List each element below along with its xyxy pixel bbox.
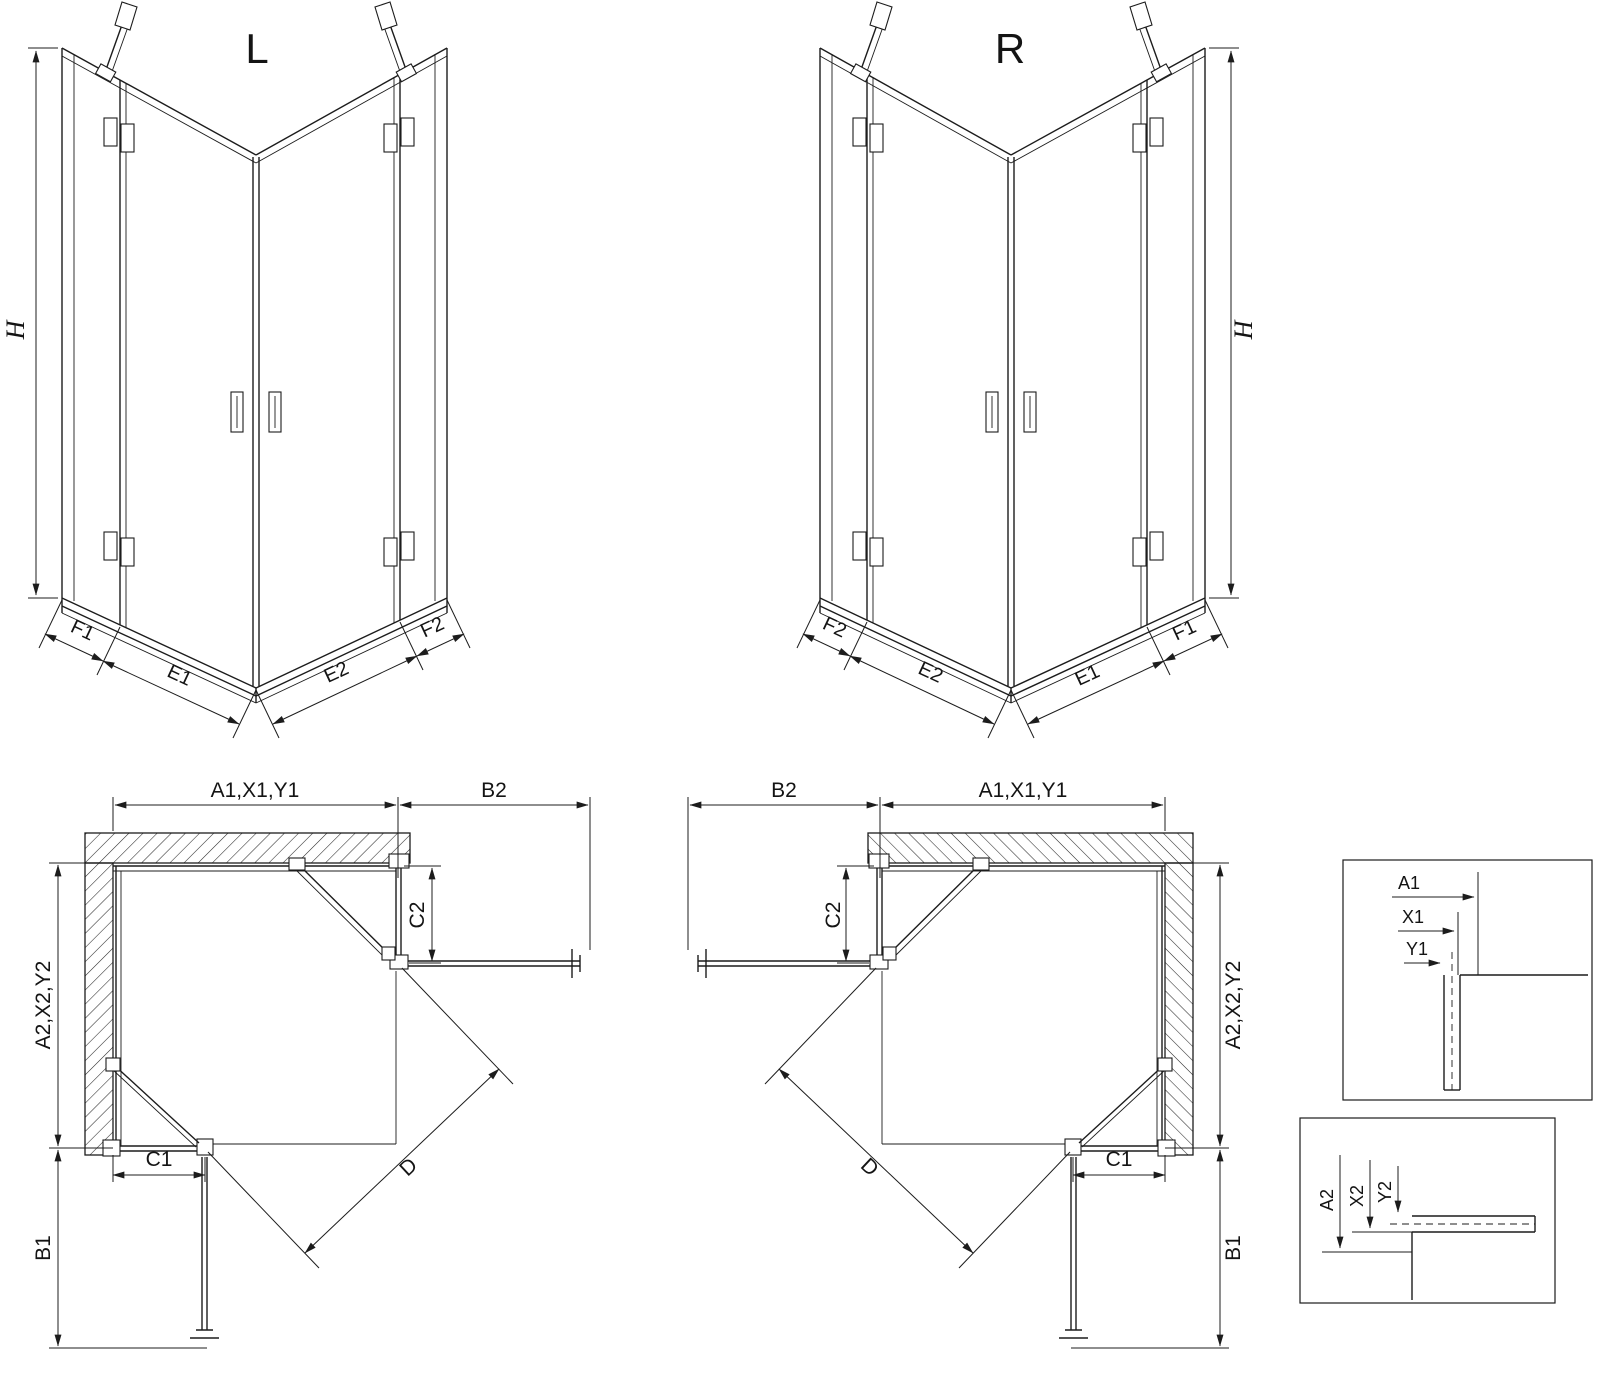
plan-right-dim-d: D (856, 1154, 883, 1181)
detail-bottom-label-y2: Y2 (1375, 1181, 1395, 1203)
plan-right-dim-a1: A1,X1,Y1 (979, 779, 1068, 802)
plan-view-right: B2 A1,X1,Y1 C2 A2,X2,Y2 C1 B1 D (688, 779, 1245, 1348)
detail-bottom-frame (1299, 1117, 1556, 1304)
plan-left-geometry (49, 797, 590, 1348)
iso-view-left: L H F1 E1 E2 F2 (1, 2, 470, 738)
detail-bottom-dims (1336, 1155, 1402, 1249)
iso-left-title: L (245, 25, 268, 72)
plan-left-dim-d: D (395, 1154, 422, 1181)
iso-right-dim-e2: E2 (915, 657, 946, 687)
plan-view-left: A1,X1,Y1 B2 C2 A2,X2,Y2 C1 B1 D (32, 779, 590, 1348)
detail-top-dims (1392, 893, 1475, 967)
plan-right-dim-c1: C1 (1106, 1148, 1133, 1171)
detail-top-label-x1: X1 (1402, 907, 1424, 927)
plan-right-dim-c2: C2 (822, 902, 845, 929)
detail-view-top: A1 X1 Y1 (1342, 859, 1593, 1101)
plan-left-dim-a2: A2,X2,Y2 (32, 961, 55, 1050)
plan-left-dim-b1: B1 (32, 1235, 55, 1261)
iso-right-title: R (995, 25, 1025, 72)
detail-top-label-a1: A1 (1398, 873, 1420, 893)
plan-right-geometry (688, 797, 1229, 1348)
plan-right-dim-a2: A2,X2,Y2 (1222, 961, 1245, 1050)
detail-bottom-label-a2: A2 (1317, 1189, 1337, 1211)
detail-top-profile (1443, 872, 1588, 1091)
detail-bottom-profile (1322, 1215, 1536, 1300)
iso-view-right: R H F2 E2 E1 F1 (797, 2, 1258, 738)
plan-right-dim-b1: B1 (1222, 1235, 1245, 1261)
detail-bottom-label-x2: X2 (1347, 1185, 1367, 1207)
plan-left-dim-c2: C2 (406, 902, 429, 929)
plan-right-dim-b2: B2 (771, 779, 797, 802)
iso-left-dim-e2: E2 (321, 657, 352, 687)
detail-view-bottom: A2 X2 Y2 (1299, 1117, 1556, 1304)
plan-left-dim-a1: A1,X1,Y1 (211, 779, 300, 802)
detail-top-label-y1: Y1 (1406, 939, 1428, 959)
iso-left-dim-h: H (1, 319, 30, 340)
plan-left-dim-b2: B2 (481, 779, 507, 802)
detail-top-frame (1342, 859, 1593, 1101)
plan-left-dim-c1: C1 (146, 1148, 173, 1171)
iso-right-dim-h: H (1229, 319, 1258, 340)
